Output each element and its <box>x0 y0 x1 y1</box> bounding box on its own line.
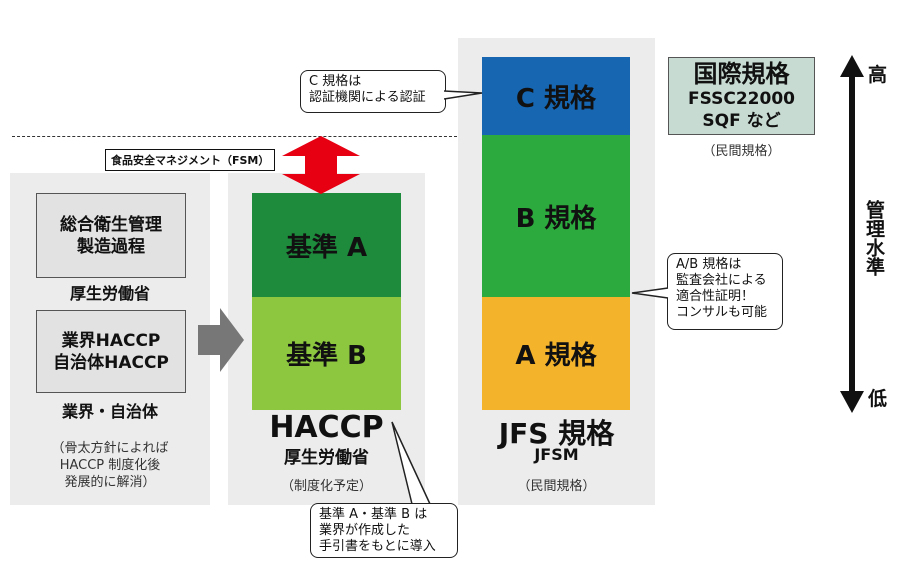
callout-c: C 規格は認証機関による認証 <box>300 70 446 113</box>
level-b-label: B 規格 <box>515 203 597 234</box>
level-a-label: A 規格 <box>515 341 597 371</box>
axis-label: 管理水準 <box>863 200 885 276</box>
callout-line: 認証機関による認証 <box>309 90 426 105</box>
callout-line: コンサルも可能 <box>676 305 768 320</box>
management-level-axis-icon <box>840 55 864 413</box>
callout-line: A/B 規格は <box>676 257 742 272</box>
fsm-divider-line <box>12 136 457 137</box>
callout-pointer <box>444 90 483 100</box>
level-c-label: C 規格 <box>515 83 597 114</box>
fsm-double-arrow-icon <box>282 136 360 194</box>
note-line: 発展的に解消） <box>64 475 156 490</box>
callout-line: 監査会社による <box>676 273 767 288</box>
jfs-title: JFS 規格 <box>498 417 615 450</box>
note-line: HACCP 制度化後 <box>59 458 161 473</box>
level-a-label: 基準 A <box>285 232 368 263</box>
intl-line2: SQF など <box>702 111 781 131</box>
haccp-level-a: 基準 A <box>252 193 401 297</box>
fsm-label: 食品安全マネジメント（FSM） <box>105 149 276 171</box>
callout-pointer <box>631 287 669 299</box>
callout-pointer <box>391 421 431 505</box>
box1-line1: 総合衛生管理 <box>60 214 162 235</box>
level-b-label: 基準 B <box>286 341 367 371</box>
international-standard-box: 国際規格 FSSC22000 SQF など <box>668 57 815 135</box>
callout-line: 業界が作成した <box>319 523 411 538</box>
transition-arrow-icon <box>198 308 244 372</box>
left-note: （骨太方針によれば HACCP 制度化後発展的に解消） <box>10 440 210 491</box>
intl-status: （民間規格） <box>702 144 781 159</box>
box2-line1: 業界HACCP <box>61 330 161 351</box>
box1-line2: 製造過程 <box>77 236 145 257</box>
box2-line2: 自治体HACCP <box>53 352 169 373</box>
box2-owner: 業界・自治体 <box>61 402 158 421</box>
jfs-level-c: C 規格 <box>482 57 630 135</box>
callout-ab: A/B 規格は監査会社による適合性証明！コンサルも可能 <box>667 253 783 330</box>
haccp-level-b: 基準 B <box>252 297 401 410</box>
axis-low: 低 <box>868 388 888 410</box>
haccp-owner: 厚生労働省 <box>284 448 369 468</box>
callout-haccp: 基準 A・基準 B は業界が作成した手引書をもとに導入 <box>310 503 458 558</box>
note-line: （骨太方針によれば <box>51 441 169 456</box>
box1-owner: 厚生労働省 <box>69 284 150 303</box>
haccp-title: HACCP <box>269 410 384 445</box>
callout-line: 基準 A・基準 B は <box>319 507 428 522</box>
axis-high: 高 <box>868 64 888 86</box>
callout-line: C 規格は <box>309 74 362 89</box>
haccp-status: （制度化予定） <box>280 479 372 494</box>
callout-line: 手引書をもとに導入 <box>319 539 436 554</box>
jfs-level-b: B 規格 <box>482 135 630 297</box>
intl-title: 国際規格 <box>693 60 790 88</box>
jfs-sub: JFSM <box>534 445 579 464</box>
sougou-eisei-box: 総合衛生管理製造過程 <box>36 193 186 278</box>
jfs-status: （民間規格） <box>517 479 596 494</box>
jfs-level-a: A 規格 <box>482 297 630 410</box>
intl-line1: FSSC22000 <box>688 89 795 109</box>
callout-line: 適合性証明！ <box>676 289 755 304</box>
